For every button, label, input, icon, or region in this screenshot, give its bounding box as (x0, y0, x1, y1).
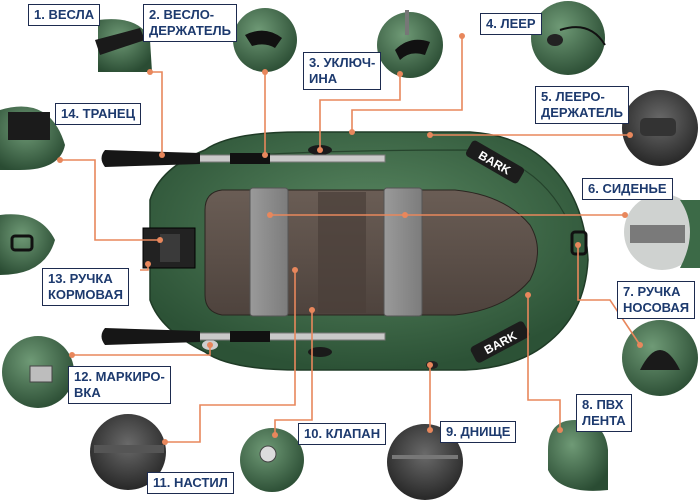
label-marking-line1: 12. МАРКИРО- (74, 369, 165, 384)
keel (318, 192, 366, 313)
label-transom-line1: 14. ТРАНЕЦ (61, 106, 136, 121)
leader-oarlock (319, 74, 401, 150)
detail-lifeline-holder-photo (622, 90, 698, 166)
leader-bow-handle (577, 245, 641, 346)
label-lifeline-holder-line1: 5. ЛЕЕРО- (541, 89, 605, 104)
detail-seat-photo (624, 194, 700, 270)
label-marking: 12. МАРКИРО- ВКА (68, 366, 171, 404)
oar-top (101, 150, 386, 167)
detail-bow-handle-photo (622, 320, 698, 396)
detail-stern-handle-photo (0, 214, 55, 275)
label-pvc-strip-line2: ЛЕНТА (582, 413, 626, 428)
detail-valve-photo (240, 428, 304, 492)
label-oar-holder-line2: ДЕРЖАТЕЛЬ (149, 23, 231, 38)
detail-oarlock-photo (377, 10, 443, 78)
boat: BARK BARK (142, 131, 589, 371)
label-seat: 6. СИДЕНЬЕ (582, 178, 673, 200)
transom-bracket (160, 234, 180, 262)
seat-rear (249, 187, 289, 317)
detail-floorboard-photo (90, 414, 166, 490)
detail-transom-photo (0, 106, 65, 170)
oarlock-bottom (308, 347, 332, 357)
label-oar-holder: 2. ВЕСЛО- ДЕРЖАТЕЛЬ (143, 4, 237, 42)
leader-oars (150, 71, 163, 155)
label-oar-holder-line1: 2. ВЕСЛО- (149, 7, 215, 22)
label-valve-line1: 10. КЛАПАН (304, 426, 381, 441)
label-stern-handle-line2: КОРМОВАЯ (48, 287, 123, 302)
label-bow-handle-line1: 7. РУЧКА (623, 284, 681, 299)
label-stern-handle-line1: 13. РУЧКА (48, 271, 113, 286)
label-lifeline-holder-line2: ДЕРЖАТЕЛЬ (541, 105, 623, 120)
leader-valve (274, 310, 313, 435)
seat-front (383, 187, 423, 317)
label-marking-line2: ВКА (74, 385, 101, 400)
label-oarlock-line1: 3. УКЛЮЧ- (309, 55, 376, 70)
label-bottom-line1: 9. ДНИЩЕ (446, 424, 511, 439)
label-oarlock: 3. УКЛЮЧ- ИНА (303, 52, 382, 90)
leader-lifeline (351, 36, 463, 132)
leader-dots (57, 33, 643, 445)
label-lifeline-holder: 5. ЛЕЕРО- ДЕРЖАТЕЛЬ (535, 86, 629, 124)
label-lifeline-line1: 4. ЛЕЕР (486, 16, 536, 31)
bow-handle (570, 230, 588, 256)
leader-floorboard (165, 270, 296, 443)
label-floorboard: 11. НАСТИЛ (147, 472, 234, 494)
label-valve: 10. КЛАПАН (298, 423, 387, 445)
label-stern-handle: 13. РУЧКА КОРМОВАЯ (42, 268, 129, 306)
leader-transom (60, 159, 160, 241)
label-lifeline: 4. ЛЕЕР (480, 13, 542, 35)
label-bow-handle-line2: НОСОВАЯ (623, 300, 690, 315)
oar-bottom (101, 328, 386, 345)
label-oarlock-line2: ИНА (309, 71, 338, 86)
detail-bottom-photo (387, 424, 463, 500)
label-pvc-strip-line1: 8. ПВХ (582, 397, 624, 412)
label-floorboard-line1: 11. НАСТИЛ (153, 475, 228, 490)
label-oars: 1. ВЕСЛА (28, 4, 101, 26)
detail-oars-photo (95, 19, 152, 73)
label-seat-line1: 6. СИДЕНЬЕ (588, 181, 667, 196)
detail-lifeline-photo (531, 1, 606, 75)
detail-pvc-strip-photo (548, 420, 608, 491)
leader-pvc-strip (527, 295, 561, 430)
label-bottom: 9. ДНИЩЕ (440, 421, 517, 443)
label-pvc-strip: 8. ПВХ ЛЕНТА (576, 394, 632, 432)
leader-marking (72, 345, 211, 356)
label-oars-line1: 1. ВЕСЛА (34, 7, 95, 22)
detail-oar-holder-photo (233, 8, 297, 72)
label-bow-handle: 7. РУЧКА НОСОВАЯ (617, 281, 696, 319)
label-transom: 14. ТРАНЕЦ (55, 103, 142, 125)
detail-marking-photo (2, 336, 74, 408)
